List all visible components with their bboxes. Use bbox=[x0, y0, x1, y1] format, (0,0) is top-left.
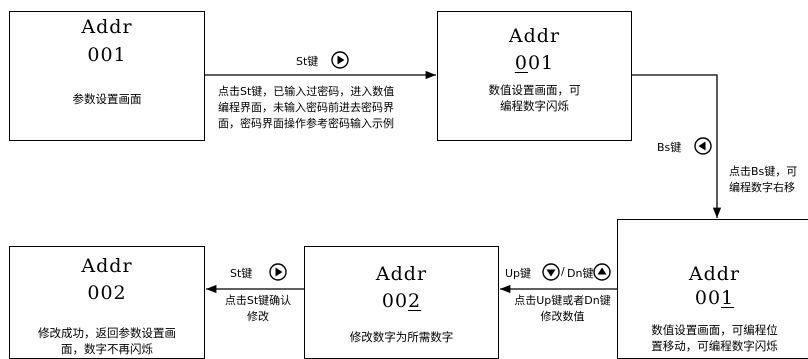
edge-key-st: St键 bbox=[296, 55, 319, 68]
state-box-5: Addr 002 修改成功，返回参数设置画 面，数字不再闪烁 bbox=[9, 246, 205, 359]
digit: 0 bbox=[381, 290, 395, 312]
digit: 0 bbox=[100, 44, 114, 66]
digit: 0 bbox=[87, 44, 101, 66]
addr-label: Addr bbox=[688, 263, 741, 285]
edge-note-st: 点击St键，已输入过密码，进入数值 编程界面，未输入密码前进去密码界 面，密码界… bbox=[218, 85, 395, 130]
addr-label: Addr bbox=[375, 263, 428, 285]
digit: 0 bbox=[87, 282, 101, 304]
digit: 0 bbox=[694, 287, 708, 309]
edge-note-updn: 点击Up键或者Dn键 修改数值 bbox=[514, 294, 611, 323]
digit: 0 bbox=[100, 282, 114, 304]
play-icon bbox=[269, 263, 287, 281]
state-box-2: Addr 001 数值设置画面，可 编程数字闪烁 bbox=[437, 11, 632, 141]
state-box-3: Addr 001 数值设置画面，可编程位 置移动，可编程数字闪烁 bbox=[617, 219, 808, 359]
digit: 0 bbox=[527, 52, 542, 74]
state-box-1: Addr 001 参数设置画面 bbox=[9, 11, 205, 141]
digit: 1 bbox=[113, 44, 127, 66]
editable-digit: 0 bbox=[514, 52, 528, 74]
edge-key-st-2: St键 bbox=[230, 267, 253, 280]
addr-label: Addr bbox=[81, 255, 133, 277]
addr-value: 002 bbox=[305, 290, 498, 312]
back-icon bbox=[694, 137, 712, 155]
addr-value: 001 bbox=[10, 44, 204, 66]
digit: 1 bbox=[541, 52, 555, 74]
addr-label: Addr bbox=[508, 25, 561, 47]
arrow-bs bbox=[632, 74, 722, 218]
editable-digit: 2 bbox=[408, 290, 422, 312]
addr-value: 002 bbox=[10, 282, 204, 304]
box-description: 参数设置画面 bbox=[72, 92, 142, 106]
edge-key-up: Up键 bbox=[505, 267, 532, 280]
edge-key-sep: / bbox=[561, 265, 565, 278]
edge-note-bs: 点击Bs键，可 编程数字右移 bbox=[729, 165, 798, 194]
down-triangle-icon bbox=[542, 263, 560, 281]
editable-digit: 1 bbox=[721, 287, 735, 309]
edge-key-dn: Dn键 bbox=[567, 267, 594, 280]
box-description: 数值设置画面，可编程位 置移动，可编程数字闪烁 bbox=[651, 323, 778, 353]
digit: 0 bbox=[394, 290, 409, 312]
edge-note-st-2: 点击St键确认 修改 bbox=[224, 294, 292, 323]
addr-value: 001 bbox=[438, 52, 631, 74]
addr-label: Addr bbox=[81, 16, 133, 38]
box-description: 修改数字为所需数字 bbox=[349, 330, 454, 344]
box-description: 数值设置画面，可 编程数字闪烁 bbox=[488, 83, 581, 113]
edge-key-bs: Bs键 bbox=[657, 141, 682, 154]
addr-value: 001 bbox=[618, 287, 808, 309]
digit: 2 bbox=[113, 282, 127, 304]
play-icon bbox=[331, 51, 349, 69]
digit: 0 bbox=[707, 287, 722, 309]
up-triangle-icon bbox=[593, 263, 611, 281]
